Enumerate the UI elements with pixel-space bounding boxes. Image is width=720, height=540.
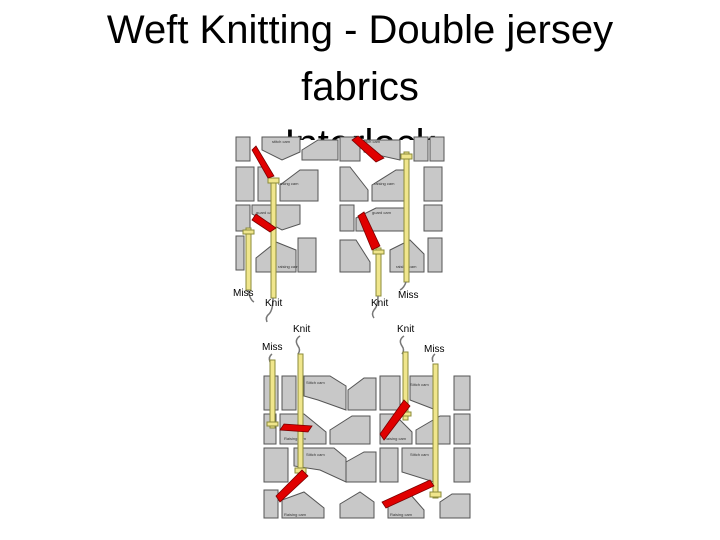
latch-red bbox=[251, 145, 275, 179]
cam-block bbox=[339, 239, 371, 273]
cam-block bbox=[423, 166, 443, 202]
latch-red bbox=[279, 423, 313, 433]
top-needles bbox=[242, 151, 413, 323]
label-miss: Miss bbox=[262, 342, 283, 353]
cam-block bbox=[329, 415, 371, 445]
cam-block bbox=[339, 166, 369, 202]
cam-caption: Stitch cam bbox=[306, 380, 325, 385]
cam-caption: Raising cam bbox=[384, 436, 407, 441]
label-miss: Miss bbox=[424, 344, 445, 355]
cam-caption: Raising cam bbox=[284, 436, 307, 441]
cam-caption: raising cam bbox=[278, 181, 299, 186]
cam-block bbox=[303, 375, 347, 411]
cam-block bbox=[453, 375, 471, 411]
label-knit: Knit bbox=[293, 324, 310, 335]
cam-block bbox=[297, 237, 317, 273]
top-cam-row-2 bbox=[235, 166, 443, 202]
top-cam-row-4 bbox=[235, 235, 443, 273]
cam-block bbox=[339, 491, 375, 519]
cam-block bbox=[235, 235, 245, 271]
cam-caption: Raising cam bbox=[390, 512, 413, 517]
cam-block bbox=[235, 204, 251, 232]
cam-block bbox=[429, 136, 445, 162]
needle bbox=[242, 227, 255, 303]
cam-caption: raising cam bbox=[374, 181, 395, 186]
cam-block bbox=[347, 377, 377, 411]
cam-caption: Stitch cam bbox=[306, 452, 325, 457]
cam-caption: guard cam bbox=[256, 210, 276, 215]
cam-block bbox=[339, 204, 355, 232]
cam-block bbox=[281, 375, 297, 411]
label-knit: Knit bbox=[265, 298, 282, 309]
cam-block bbox=[261, 136, 301, 161]
label-knit: Knit bbox=[371, 298, 388, 309]
top-cam-row-1 bbox=[235, 136, 445, 162]
cam-caption: Stitch cam bbox=[410, 382, 429, 387]
cam-caption: stitch cam bbox=[272, 139, 291, 144]
cam-caption: stitch cam bbox=[362, 139, 381, 144]
latch-red bbox=[351, 135, 385, 163]
label-miss: Miss bbox=[233, 288, 254, 299]
label-miss: Miss bbox=[398, 290, 419, 301]
bottom-latches bbox=[275, 399, 435, 509]
cam-block bbox=[453, 447, 471, 483]
latch-red bbox=[379, 399, 411, 441]
cam-block bbox=[235, 136, 251, 162]
needle bbox=[265, 177, 280, 323]
cam-block bbox=[235, 166, 255, 202]
cam-caption: raising cam bbox=[278, 264, 299, 269]
cam-block bbox=[345, 451, 377, 483]
cam-block bbox=[379, 413, 413, 445]
top-cam-diagram: stitch cam stitch cam raising cam guard … bbox=[233, 135, 446, 323]
cam-caption: Stitch cam bbox=[410, 452, 429, 457]
needle bbox=[371, 247, 385, 319]
cam-block bbox=[301, 139, 339, 161]
bottom-cam-row-4 bbox=[263, 489, 471, 519]
cam-block bbox=[379, 375, 401, 411]
cam-block bbox=[379, 447, 399, 483]
cam-caption: guard cam bbox=[372, 210, 392, 215]
cam-block bbox=[439, 493, 471, 519]
cam-caption: Raising cam bbox=[284, 512, 307, 517]
label-knit: Knit bbox=[397, 324, 414, 335]
latch-red bbox=[381, 479, 435, 509]
cam-block bbox=[453, 413, 471, 445]
bottom-cam-row-1 bbox=[263, 375, 471, 411]
bottom-cam-diagram: Stitch cam Stitch cam Raising cam Raisin… bbox=[262, 324, 472, 520]
latch-red bbox=[357, 211, 381, 251]
cam-block bbox=[423, 204, 443, 232]
top-latches bbox=[251, 135, 385, 251]
cam-block bbox=[413, 136, 429, 162]
cam-block bbox=[427, 237, 443, 273]
slide-title: Weft Knitting - Double jersey fabrics In… bbox=[0, 2, 720, 173]
cam-block bbox=[281, 491, 325, 519]
latch-red bbox=[275, 469, 309, 503]
cam-block bbox=[279, 169, 319, 202]
cam-block bbox=[263, 447, 289, 483]
cam-block bbox=[263, 489, 279, 519]
needle bbox=[266, 353, 279, 429]
title-line-1: Weft Knitting - Double jersey bbox=[106, 8, 614, 52]
needle bbox=[399, 151, 413, 291]
bottom-cam-row-3 bbox=[263, 447, 471, 483]
latch-red bbox=[251, 213, 277, 233]
title-line-2: fabrics bbox=[301, 65, 419, 109]
needle bbox=[429, 353, 442, 499]
